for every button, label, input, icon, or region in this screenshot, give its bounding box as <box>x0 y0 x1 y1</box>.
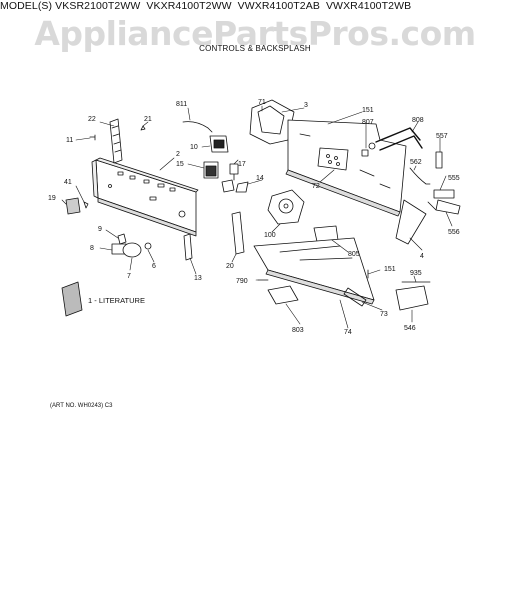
part-label: 8 <box>90 245 94 252</box>
bracket-part[interactable] <box>343 287 367 307</box>
part-label: 562 <box>410 159 422 166</box>
part-label: 9 <box>98 226 102 233</box>
literature-icon <box>61 281 83 317</box>
fill-tube-part[interactable] <box>435 151 443 169</box>
end-cap-part[interactable] <box>249 99 295 145</box>
part-label: 21 <box>144 116 152 123</box>
model-number: MODEL(S) VKSR2100T2WW <box>0 0 141 12</box>
end-cap-part[interactable] <box>109 118 123 164</box>
bracket-part[interactable] <box>221 179 235 193</box>
harness-part[interactable] <box>395 285 429 311</box>
clip-part[interactable] <box>235 181 249 193</box>
washer-part[interactable] <box>368 142 376 150</box>
end-cap-part[interactable] <box>231 211 245 255</box>
part-label: 151 <box>362 107 374 114</box>
part-label: 2 <box>176 151 180 158</box>
spring-part[interactable] <box>83 201 89 209</box>
section-title: CONTROLS & BACKSPLASH <box>199 44 311 53</box>
part-label: 556 <box>448 229 460 236</box>
backsplash-part[interactable] <box>285 119 407 217</box>
part-label: 15 <box>176 161 184 168</box>
terminal-block-part[interactable] <box>433 189 455 199</box>
part-label: 807 <box>362 119 374 126</box>
part-label: 546 <box>404 325 416 332</box>
literature-label: 1 - LITERATURE <box>88 296 145 305</box>
model-header: MODEL(S) VKSR2100T2WW VKXR4100T2WW VWXR410… <box>0 0 510 14</box>
knob-part[interactable] <box>65 197 81 215</box>
spring-part[interactable] <box>144 242 152 250</box>
end-cap-part[interactable] <box>395 199 427 245</box>
part-label: 4 <box>420 253 424 260</box>
part-label: 805 <box>348 251 360 258</box>
pressure-switch-part[interactable] <box>267 285 299 305</box>
watermark: AppliancePartsPros.com <box>34 14 476 53</box>
wire-harness-part[interactable] <box>182 121 213 133</box>
part-label: 7 <box>127 273 131 280</box>
part-label: 19 <box>48 195 56 202</box>
dial-part[interactable] <box>122 242 142 258</box>
trim-part[interactable] <box>183 233 193 261</box>
switch-part[interactable] <box>209 135 229 153</box>
harness-part[interactable] <box>427 199 461 215</box>
part-label: 808 <box>412 117 424 124</box>
part-label: 74 <box>344 329 352 336</box>
clip-part[interactable] <box>117 233 127 245</box>
part-label: 14 <box>256 175 264 182</box>
screw-part[interactable] <box>89 134 96 141</box>
part-label: 22 <box>88 116 96 123</box>
part-label: 72 <box>312 183 320 190</box>
clip-part[interactable] <box>140 125 146 131</box>
leader-lines <box>61 105 453 329</box>
model-number: VWXR4100T2AB <box>237 0 320 12</box>
part-label: 790 <box>236 278 248 285</box>
part-label: 41 <box>64 179 72 186</box>
part-label: 811 <box>176 101 187 108</box>
tube-part[interactable] <box>409 167 431 185</box>
part-label: 13 <box>194 275 202 282</box>
rear-panel-part[interactable] <box>253 237 375 305</box>
part-label: 20 <box>226 263 234 270</box>
part-label: 151 <box>384 266 396 273</box>
model-number: VKXR4100T2WW <box>146 0 232 12</box>
part-label: 557 <box>436 133 448 140</box>
part-label: 17 <box>238 161 246 168</box>
timer-part[interactable] <box>267 189 305 225</box>
part-label: 6 <box>152 263 156 270</box>
nut-part[interactable] <box>361 149 369 157</box>
part-label: 11 <box>66 137 73 144</box>
model-number: VWXR4100T2WB <box>325 0 412 12</box>
selector-switch-part[interactable] <box>203 161 219 179</box>
switch-part[interactable] <box>229 163 239 181</box>
art-number: (ART NO. WH0243) C3 <box>50 403 113 409</box>
control-panel-part[interactable] <box>91 157 199 237</box>
part-label: 803 <box>292 327 304 334</box>
part-label: 935 <box>410 270 422 277</box>
part-label: 555 <box>448 175 460 182</box>
part-label: 10 <box>190 144 198 151</box>
hose-part[interactable] <box>375 127 423 151</box>
part-label: 100 <box>264 232 276 239</box>
part-label: 73 <box>380 311 388 318</box>
part-label: 71 <box>258 99 266 106</box>
part-label: 3 <box>304 102 308 109</box>
